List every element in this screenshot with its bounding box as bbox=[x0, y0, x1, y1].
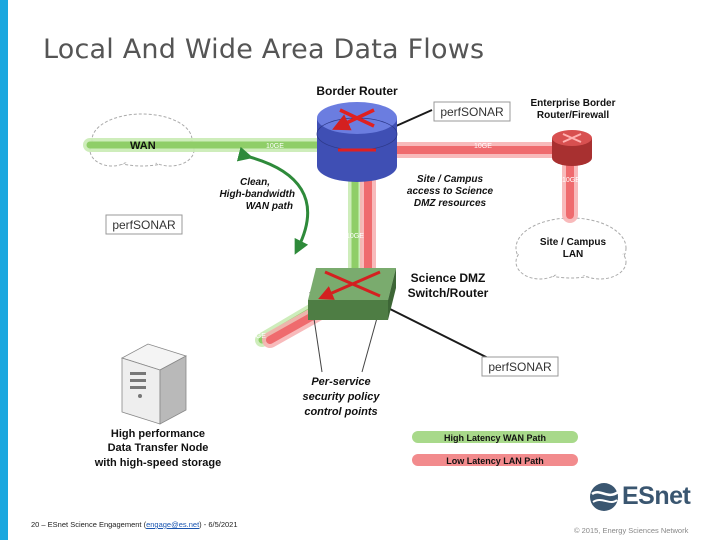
lan-cloud bbox=[515, 217, 627, 280]
footer-suffix: ) - 6/5/2021 bbox=[199, 520, 238, 529]
site-lan-label-1: Site / Campus bbox=[540, 237, 607, 248]
footer-prefix: 20 – ESnet Science Engagement ( bbox=[31, 520, 147, 529]
dmz-switch-icon bbox=[308, 268, 396, 320]
site-access-label-3: DMZ resources bbox=[414, 198, 487, 209]
legend: High Latency WAN Path Low Latency LAN Pa… bbox=[412, 431, 578, 466]
site-access-label-1: Site / Campus bbox=[417, 174, 484, 185]
slide-title: Local And Wide Area Data Flows bbox=[43, 34, 485, 65]
enterprise-border-label-1: Enterprise Border bbox=[530, 98, 615, 109]
dtn-label-1: High performance bbox=[111, 428, 205, 440]
link-label-dmz: 10GE bbox=[346, 233, 364, 240]
clean-path-label-1: Clean, bbox=[240, 177, 270, 188]
dmz-switch-label-2: Switch/Router bbox=[408, 286, 489, 300]
left-accent-bar bbox=[0, 0, 8, 540]
legend-low-label: Low Latency LAN Path bbox=[446, 456, 544, 466]
dtn-label-3: with high-speed storage bbox=[94, 457, 222, 469]
enterprise-border-label-2: Router/Firewall bbox=[537, 110, 609, 121]
perfsonar-box-border: perfSONAR bbox=[433, 101, 511, 122]
link-label-dtn: 10GE bbox=[248, 333, 266, 340]
legend-swatch-high bbox=[412, 431, 578, 443]
legend-swatch-low bbox=[412, 454, 578, 466]
clean-path-label-3: WAN path bbox=[246, 201, 293, 212]
enterprise-firewall-icon bbox=[552, 130, 592, 166]
link-label-lan: 10GE bbox=[562, 177, 580, 184]
perfsonar-label: perfSONAR bbox=[440, 105, 504, 119]
site-lan-label-2: LAN bbox=[563, 249, 584, 260]
link-label-wan: 10GE bbox=[266, 143, 284, 150]
esnet-globe-icon bbox=[590, 483, 619, 511]
esnet-logo-text: ESnet bbox=[622, 482, 691, 510]
perfsonar-box-dmz: perfSONAR bbox=[481, 356, 559, 377]
perfsonar-label: perfSONAR bbox=[112, 218, 176, 232]
wan-label: WAN bbox=[130, 140, 156, 152]
perfsonar-label: perfSONAR bbox=[488, 360, 552, 374]
clean-path-arrow bbox=[236, 146, 309, 255]
copyright-text: © 2015, Energy Sciences Network bbox=[574, 526, 689, 535]
policy-label-3: control points bbox=[304, 406, 377, 418]
clean-path-label-2: High-bandwidth bbox=[219, 189, 295, 200]
border-router-icon bbox=[316, 102, 398, 182]
footer-left: 20 – ESnet Science Engagement (engage@es… bbox=[31, 520, 238, 529]
policy-label-2: security policy bbox=[302, 391, 380, 403]
perfsonar-box-wan: perfSONAR bbox=[105, 214, 183, 235]
site-access-label-2: access to Science bbox=[407, 186, 494, 197]
dtn-server-icon bbox=[120, 343, 188, 425]
dtn-label-2: Data Transfer Node bbox=[108, 442, 209, 454]
legend-high-label: High Latency WAN Path bbox=[444, 433, 546, 443]
perfsonar-connectors bbox=[387, 109, 489, 359]
dmz-switch-label-1: Science DMZ bbox=[411, 271, 486, 285]
border-router-label: Border Router bbox=[316, 84, 398, 98]
link-label-enterprise: 10GE bbox=[474, 143, 492, 150]
engage-email-link[interactable]: engage@es.net bbox=[146, 520, 200, 529]
policy-label-1: Per-service bbox=[311, 376, 370, 388]
